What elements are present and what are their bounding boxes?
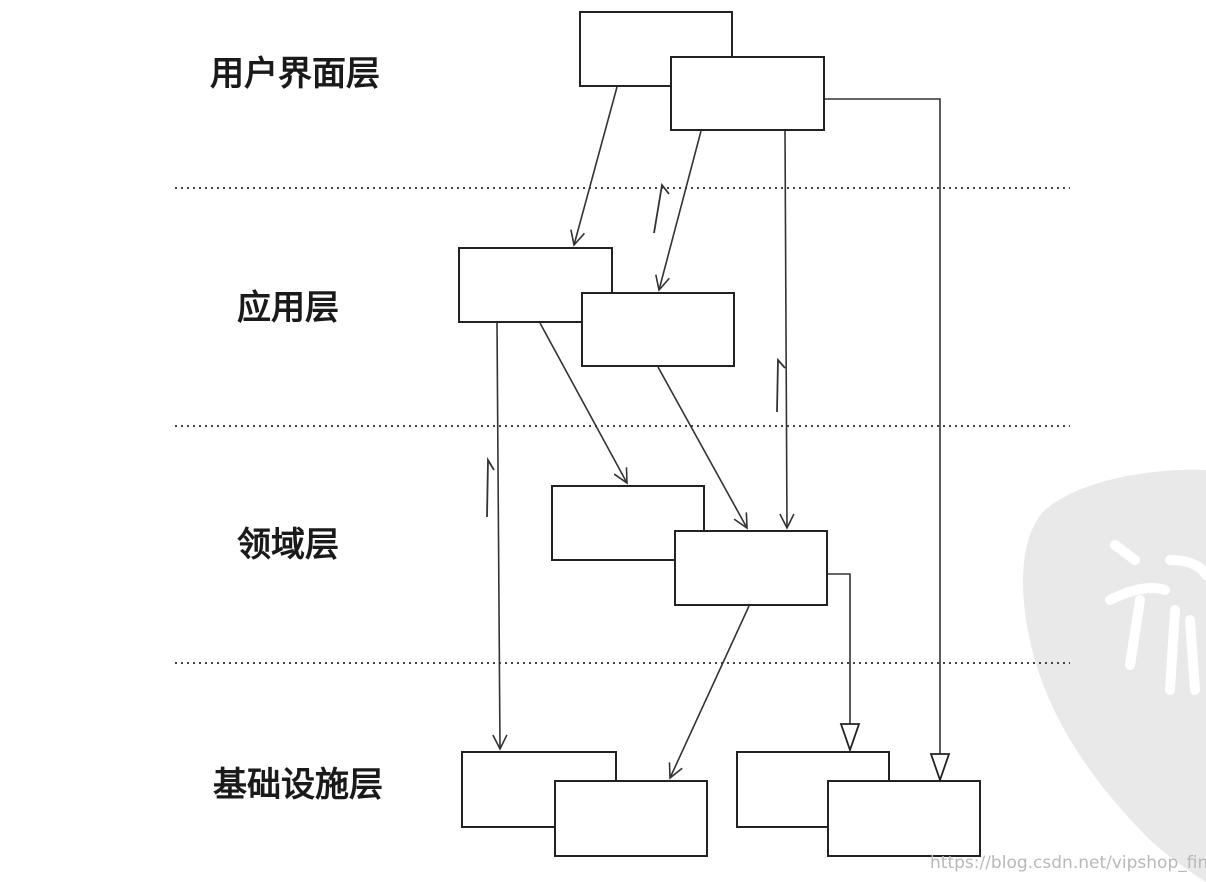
inheritance-arrowhead xyxy=(839,723,861,753)
pen-annotation xyxy=(653,182,670,234)
dependency-arrow xyxy=(539,322,628,485)
dependency-arrow xyxy=(655,130,702,292)
layer-label-ui: 用户界面层 xyxy=(210,54,380,94)
layer-label-infrastructure: 基础设施层 xyxy=(213,765,383,805)
application-box xyxy=(581,292,735,367)
dependency-arrow xyxy=(779,130,795,530)
infrastructure-box xyxy=(827,780,981,857)
pen-annotation xyxy=(486,456,495,518)
domain-box xyxy=(674,530,828,606)
dependency-arrow xyxy=(570,86,618,247)
seal-watermark xyxy=(1023,469,1206,882)
inheritance-arrowhead xyxy=(929,753,951,783)
inheritance-line xyxy=(825,98,941,754)
source-watermark: https://blog.csdn.net/vipshop_fin_dev xyxy=(930,853,1206,873)
dependency-arrow xyxy=(492,322,508,751)
layer-label-domain: 领域层 xyxy=(237,525,339,565)
dependency-arrow xyxy=(668,605,750,780)
ui-box xyxy=(670,56,825,131)
layer-label-application: 应用层 xyxy=(237,288,339,328)
pen-annotation xyxy=(776,357,786,413)
inheritance-line xyxy=(828,573,851,724)
infrastructure-box xyxy=(554,780,708,857)
dependency-arrow xyxy=(657,366,748,530)
